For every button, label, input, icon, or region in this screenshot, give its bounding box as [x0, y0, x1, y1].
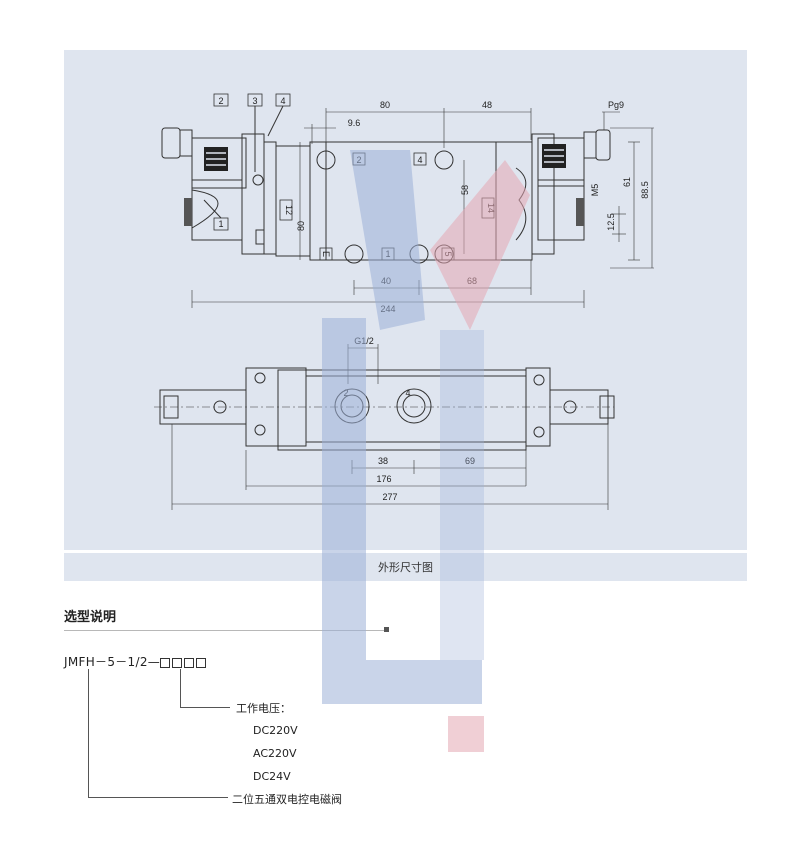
callout-2: 2 — [218, 96, 223, 106]
front-port-2-label: 2 — [343, 388, 348, 398]
tree-line-voltage-vertical — [180, 669, 181, 707]
dim-244: 244 — [380, 304, 395, 314]
dim-69: 69 — [465, 456, 475, 466]
thread-label: G1/2 — [354, 336, 374, 346]
tree-line-voltage-horizontal — [180, 707, 230, 708]
dim-88-5: 88.5 — [640, 181, 650, 199]
divider-dot — [384, 627, 389, 632]
code-box — [196, 657, 207, 668]
valve-drawing: 80 48 9.6 58 80 40 68 244 Pg9 M5 61 88.5… — [154, 93, 654, 510]
dim-176: 176 — [376, 474, 391, 484]
voltage-label: 工作电压： — [236, 702, 291, 715]
dim-61: 61 — [622, 177, 632, 187]
dimension-drawing-panel: 80 48 9.6 58 80 40 68 244 Pg9 M5 61 88.5… — [64, 50, 747, 550]
dim-80-top: 80 — [380, 100, 390, 110]
dim-80-side: 80 — [296, 221, 306, 231]
valve-description: 二位五通双电控电磁阀 — [232, 793, 342, 806]
dim-pg9: Pg9 — [608, 100, 624, 110]
dim-277: 277 — [382, 492, 397, 502]
dim-58: 58 — [460, 185, 470, 195]
drawing-caption-bar: 外形尺寸图 — [64, 553, 747, 581]
code-box — [184, 657, 195, 668]
tree-line-main-horizontal — [88, 797, 228, 798]
tree-line-main-vertical — [88, 669, 89, 797]
dim-m5: M5 — [590, 184, 600, 197]
code-boxes — [160, 655, 208, 669]
port-12-label: 12 — [284, 205, 294, 215]
model-prefix: JMFH－5－1/2— — [64, 655, 161, 669]
dim-9-6: 9.6 — [348, 118, 361, 128]
drawing-caption: 外形尺寸图 — [378, 561, 433, 574]
voltage-option-dc220v: DC220V — [253, 724, 298, 737]
dim-12-5: 12.5 — [606, 213, 616, 231]
front-port-4-label: 4 — [405, 388, 410, 398]
dim-38: 38 — [378, 456, 388, 466]
port-4-label: 4 — [417, 155, 422, 165]
port-2-label: 2 — [356, 155, 361, 165]
voltage-option-ac220v: AC220V — [253, 747, 297, 760]
code-box — [172, 657, 183, 668]
port-5-label: 5 — [443, 251, 453, 256]
port-e-label: E — [321, 251, 331, 257]
code-box — [160, 657, 171, 668]
dim-68: 68 — [467, 276, 477, 286]
voltage-option-dc24v: DC24V — [253, 770, 291, 783]
callout-4: 4 — [280, 96, 285, 106]
model-code: JMFH－5－1/2— — [64, 653, 208, 670]
callout-3: 3 — [252, 96, 257, 106]
section-title: 选型说明 — [64, 610, 117, 625]
callout-1: 1 — [218, 219, 223, 229]
dim-48: 48 — [482, 100, 492, 110]
dim-40: 40 — [381, 276, 391, 286]
port-14-label: 14 — [486, 203, 496, 213]
section-divider — [64, 630, 384, 631]
port-1-label: 1 — [385, 249, 390, 259]
